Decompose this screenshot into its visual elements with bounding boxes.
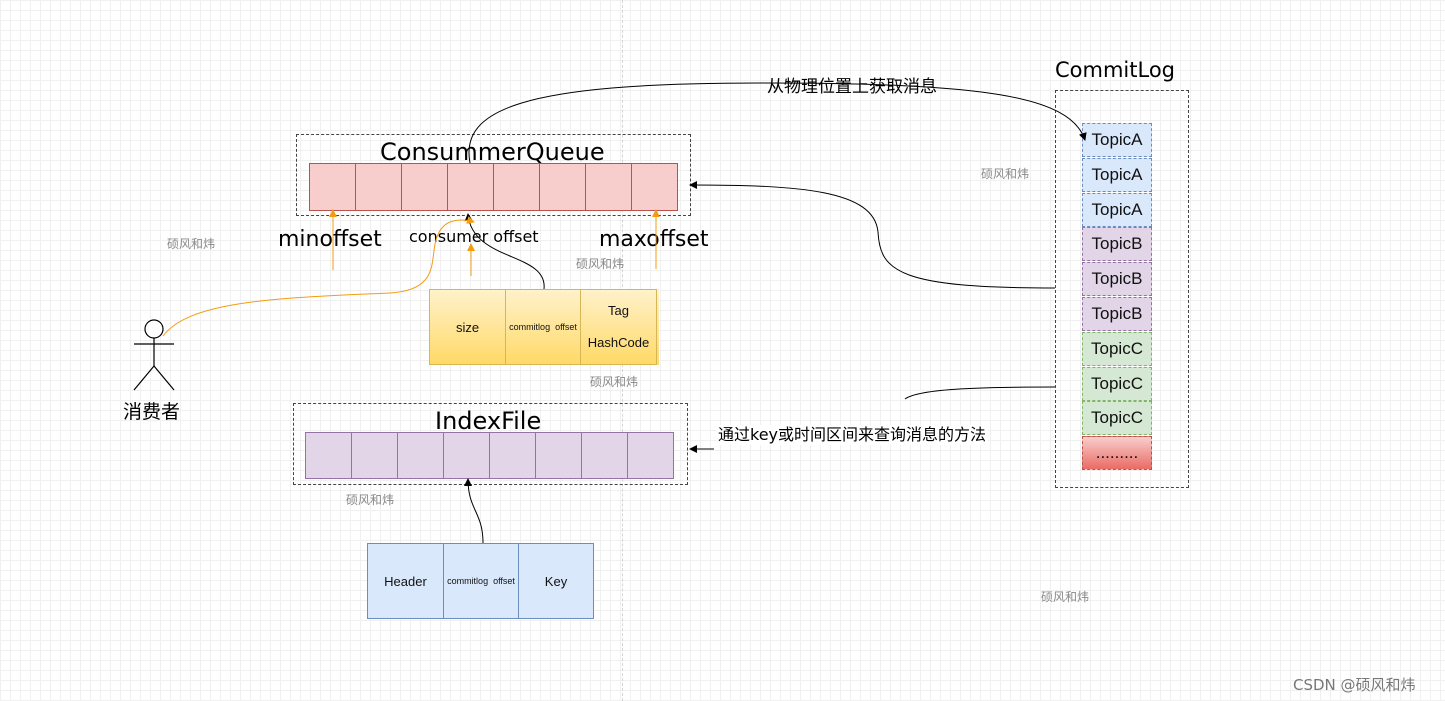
commitlog-topic-item: TopicC bbox=[1082, 331, 1152, 366]
consumer-queue-cell bbox=[493, 163, 540, 211]
index-file-cell bbox=[627, 432, 674, 479]
consumer-queue-cell bbox=[401, 163, 448, 211]
cq-entry-commitlog-offset: commitlog offset bbox=[505, 289, 581, 365]
index-entry-to-file-arrow bbox=[464, 478, 484, 544]
index-file-cell bbox=[305, 432, 352, 479]
consumer-queue-title: ConsummerQueue bbox=[380, 138, 605, 166]
cq-entry-tag: Tag bbox=[608, 303, 629, 318]
consumer-queue-cell bbox=[447, 163, 494, 211]
consumer-queue-cell bbox=[585, 163, 632, 211]
watermark: 硕风和炜 bbox=[346, 493, 395, 507]
index-file-title: IndexFile bbox=[435, 407, 542, 435]
commitlog-topic-item: TopicA bbox=[1082, 123, 1152, 157]
cq-entry-hashcode: HashCode bbox=[587, 335, 650, 350]
index-entry-header: Header bbox=[367, 543, 444, 619]
csdn-credit: CSDN @硕风和炜 bbox=[1293, 676, 1416, 694]
commitlog-topic-item: TopicC bbox=[1082, 366, 1152, 401]
consumer-queue-cells bbox=[309, 163, 678, 211]
index-file-group[interactable] bbox=[293, 403, 688, 485]
commitlog-title: CommitLog bbox=[1055, 58, 1176, 82]
watermark: 硕风和炜 bbox=[167, 237, 216, 251]
index-file-cell bbox=[351, 432, 398, 479]
commitlog-topic-item: TopicB bbox=[1082, 227, 1152, 262]
commitlog-to-indexfile-arrow bbox=[904, 386, 1056, 400]
consumer-queue-cell bbox=[539, 163, 586, 211]
commitlog-topic-item: TopicA bbox=[1082, 157, 1152, 192]
cq-entry-structure[interactable]: size commitlog offset Tag HashCode bbox=[429, 289, 659, 365]
consumer-actor-icon bbox=[133, 319, 175, 391]
commitlog-topic-item: TopicB bbox=[1082, 297, 1152, 331]
query-method-annotation: 通过key或时间区间来查询消息的方法 bbox=[716, 425, 989, 445]
index-file-cell bbox=[397, 432, 444, 479]
index-file-cell bbox=[581, 432, 628, 479]
commitlog-topic-item: ......... bbox=[1082, 436, 1152, 471]
consumer-offset-label: consumer offset bbox=[409, 227, 539, 246]
cq-entry-size: size bbox=[429, 289, 506, 365]
watermark: 硕风和炜 bbox=[590, 375, 639, 389]
commitlog-group[interactable] bbox=[1055, 90, 1189, 488]
consumer-queue-cell bbox=[631, 163, 678, 211]
index-file-cells bbox=[305, 432, 674, 479]
physical-location-annotation: 从物理位置上获取消息 bbox=[767, 77, 937, 97]
consumer-actor-label: 消费者 bbox=[123, 401, 181, 423]
index-entry-commitlog-offset: commitlog offset bbox=[443, 543, 519, 619]
consumer-queue-cell bbox=[309, 163, 356, 211]
commitlog-topic-item: TopicA bbox=[1082, 192, 1152, 227]
cq-entry-tag-hashcode: Tag HashCode bbox=[580, 289, 657, 365]
watermark: 硕风和炜 bbox=[1041, 590, 1090, 604]
max-offset-label: maxoffset bbox=[599, 227, 709, 252]
commitlog-topic-item: TopicC bbox=[1082, 401, 1152, 436]
index-entry-structure[interactable]: Header commitlog offset Key bbox=[367, 543, 596, 619]
commitlog-topic-item: TopicB bbox=[1082, 262, 1152, 297]
watermark: 硕风和炜 bbox=[981, 167, 1030, 181]
commitlog-to-consumerqueue-arrow bbox=[689, 181, 1056, 289]
index-entry-key: Key bbox=[518, 543, 594, 619]
index-file-cell bbox=[489, 432, 536, 479]
min-offset-label: minoffset bbox=[278, 227, 382, 252]
watermark: 硕风和炜 bbox=[576, 257, 625, 271]
index-file-cell bbox=[535, 432, 582, 479]
cq-entry-to-queue-arrow bbox=[464, 213, 545, 290]
index-file-cell bbox=[443, 432, 490, 479]
consumer-queue-cell bbox=[355, 163, 402, 211]
